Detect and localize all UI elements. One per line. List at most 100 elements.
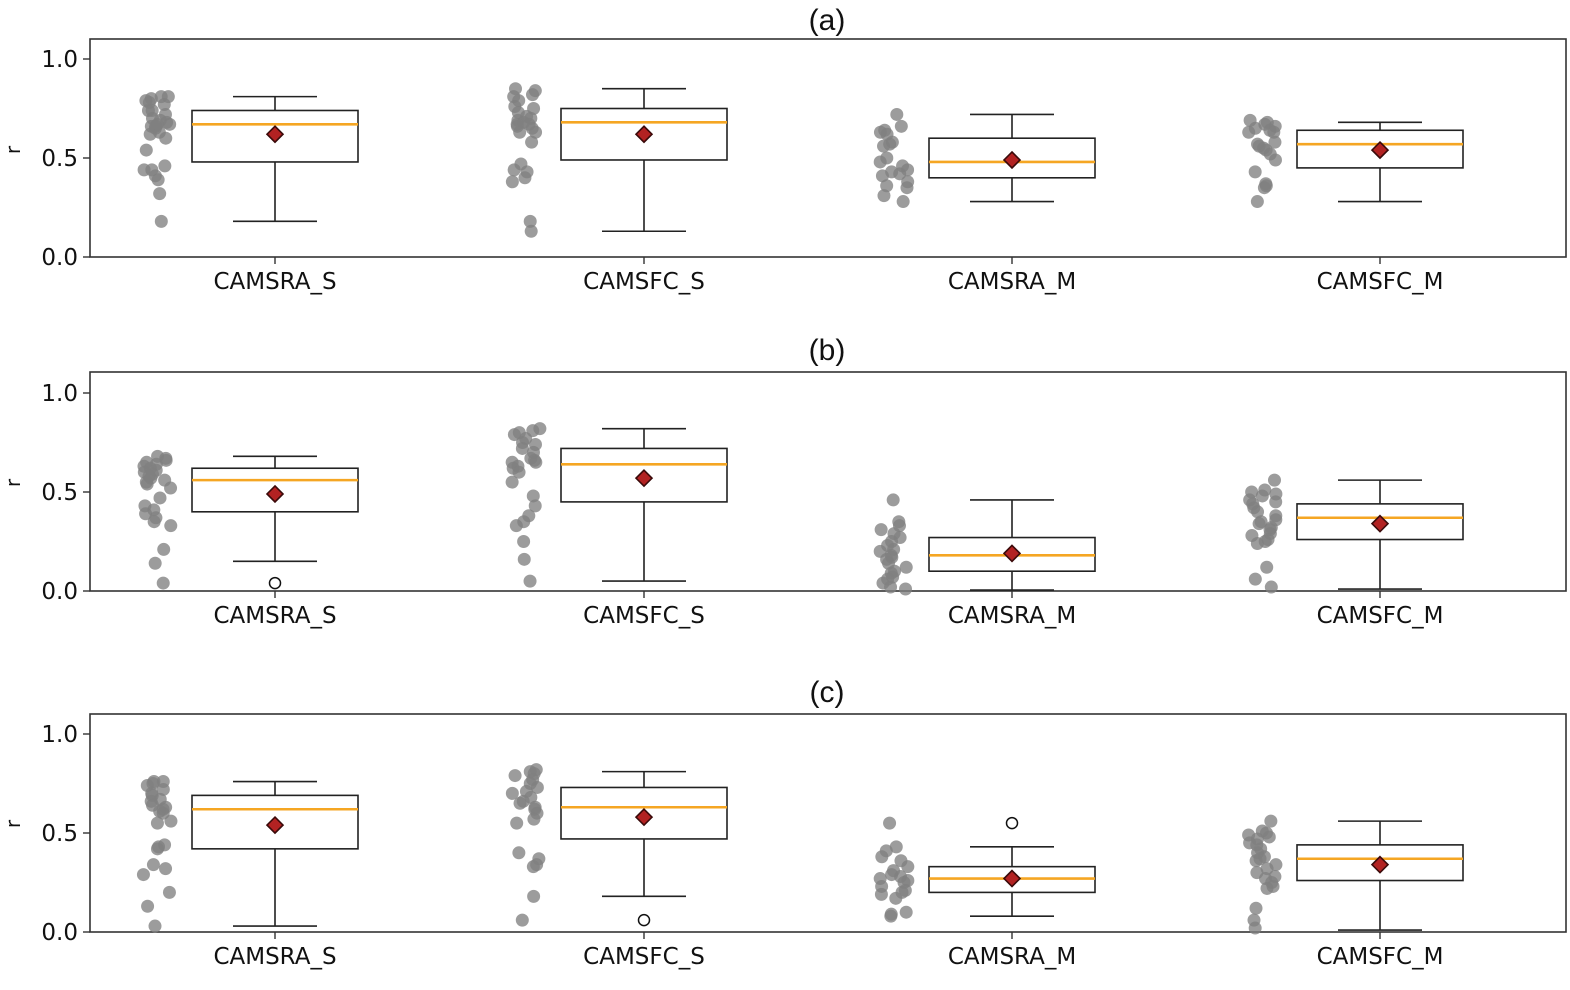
data-point — [512, 465, 526, 479]
data-point — [164, 481, 178, 495]
x-tick-label: CAMSRA_M — [948, 603, 1076, 629]
iqr-box — [191, 109, 359, 163]
data-point — [884, 580, 898, 594]
data-point — [875, 850, 889, 864]
data-point — [150, 842, 164, 856]
y-tick-label: 1.0 — [41, 47, 78, 73]
x-tick-label: CAMSRA_S — [213, 944, 336, 970]
axes-frame — [89, 38, 1567, 258]
data-point — [526, 489, 540, 503]
data-point — [894, 119, 908, 133]
data-point — [874, 887, 888, 901]
mean-marker — [1370, 140, 1390, 160]
data-point — [140, 477, 154, 491]
data-point — [1269, 495, 1283, 509]
y-tick-label: 1.0 — [41, 381, 78, 407]
data-point — [505, 786, 519, 800]
data-point — [889, 840, 903, 854]
mean-marker — [265, 125, 285, 144]
data-point — [507, 163, 521, 177]
data-point — [1248, 572, 1262, 586]
data-point — [139, 143, 153, 157]
mean-marker — [634, 125, 654, 144]
mean-marker — [265, 815, 285, 835]
mean-marker — [634, 469, 654, 488]
mean-marker — [1002, 150, 1022, 170]
mean-marker — [1002, 869, 1022, 888]
outlier-marker — [268, 576, 282, 590]
data-point — [880, 179, 894, 193]
iqr-box — [191, 794, 359, 850]
x-tick-label: CAMSFC_S — [583, 269, 705, 295]
data-point — [154, 214, 168, 228]
data-point — [151, 173, 165, 187]
iqr-box — [1296, 503, 1464, 541]
data-point — [150, 816, 164, 830]
data-point — [1252, 517, 1266, 531]
data-point — [1262, 830, 1276, 844]
data-point — [518, 171, 532, 185]
data-point — [873, 155, 887, 169]
y-tick-label: 0.5 — [41, 821, 78, 847]
data-point — [526, 88, 540, 102]
data-point — [524, 224, 538, 238]
iqr-box — [928, 137, 1096, 179]
data-point — [517, 552, 531, 566]
data-point — [146, 858, 160, 872]
data-point — [512, 846, 526, 860]
panel-title: (a) — [809, 4, 846, 37]
data-point — [1250, 195, 1264, 209]
data-point — [505, 475, 519, 489]
data-point — [143, 127, 157, 141]
data-point — [526, 860, 540, 874]
data-point — [508, 769, 522, 783]
iqr-box — [191, 467, 359, 513]
data-point — [1242, 125, 1256, 139]
data-point — [1264, 814, 1278, 828]
y-tick-label: 0.0 — [41, 920, 78, 946]
y-axis-label: r — [1, 145, 25, 154]
data-point — [159, 131, 173, 145]
data-point — [530, 780, 544, 794]
data-point — [513, 796, 527, 810]
mean-marker — [1370, 514, 1390, 533]
data-point — [896, 195, 910, 209]
data-point — [889, 891, 903, 905]
data-point — [148, 919, 162, 933]
data-point — [1268, 153, 1282, 167]
data-point — [875, 169, 889, 183]
x-tick-label: CAMSRA_S — [213, 269, 336, 295]
data-point — [515, 913, 529, 927]
data-point — [153, 491, 167, 505]
panel-title: (b) — [809, 334, 846, 367]
data-point — [890, 107, 904, 121]
data-point — [164, 519, 178, 533]
iqr-box — [1296, 129, 1464, 169]
data-point — [1260, 560, 1274, 574]
data-point — [1267, 473, 1281, 487]
data-point — [1251, 505, 1265, 519]
data-point — [517, 535, 531, 548]
data-point — [529, 455, 543, 469]
data-point — [157, 542, 171, 556]
data-point — [1257, 181, 1271, 195]
y-tick-label: 0.0 — [41, 579, 78, 605]
x-tick-label: CAMSFC_M — [1317, 269, 1444, 295]
data-point — [1260, 862, 1274, 876]
data-point — [1248, 921, 1262, 935]
data-point — [163, 117, 177, 131]
data-point — [893, 167, 907, 181]
data-point — [164, 814, 178, 828]
y-axis-label: r — [1, 478, 25, 487]
data-point — [884, 909, 898, 923]
y-tick-label: 0.5 — [41, 146, 78, 172]
mean-marker — [1370, 855, 1390, 874]
data-point — [1260, 881, 1274, 895]
data-point — [515, 441, 529, 455]
data-point — [159, 453, 173, 467]
mean-marker — [634, 808, 654, 827]
data-point — [507, 428, 521, 442]
data-point — [886, 493, 900, 507]
